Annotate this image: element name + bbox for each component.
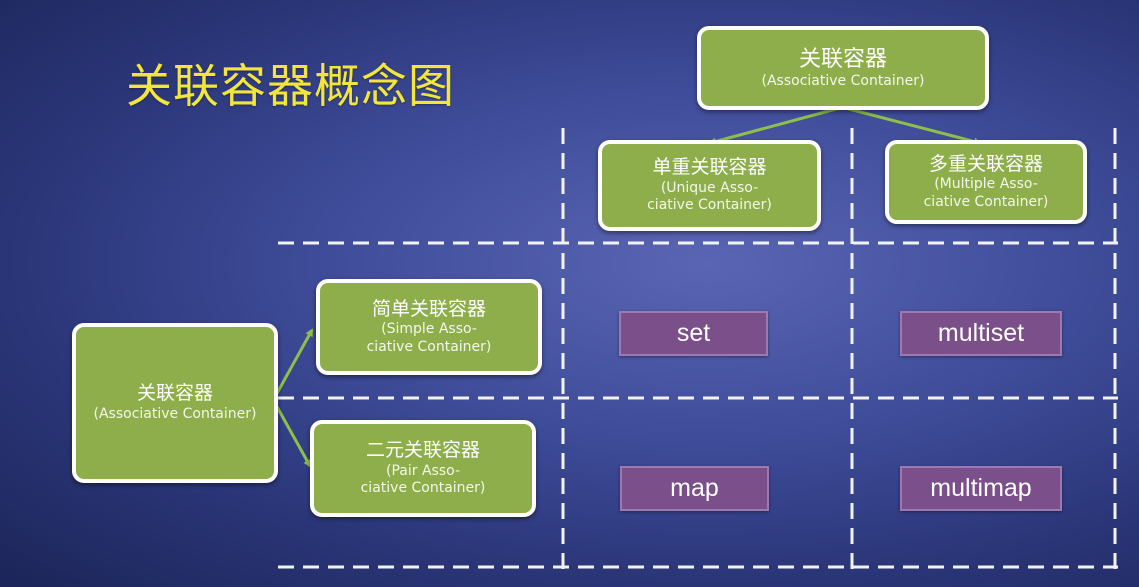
top-root-en: (Associative Container): [761, 73, 925, 89]
pair-zh: 二元关联容器: [365, 439, 480, 462]
cell-multimap: multimap: [900, 466, 1062, 511]
cell-set: set: [619, 311, 768, 356]
left-root-box: 关联容器 (Associative Container): [72, 323, 278, 483]
multiple-zh: 多重关联容器: [928, 152, 1043, 175]
unique-zh: 单重关联容器: [652, 156, 767, 179]
left-root-en: (Associative Container): [93, 406, 257, 423]
unique-en: (Unique Asso- ciative Container): [647, 179, 772, 214]
top-root-zh: 关联容器: [798, 46, 887, 72]
arrow-top-to-multiple: [844, 106, 982, 146]
simple-box: 简单关联容器 (Simple Asso- ciative Container): [316, 279, 542, 375]
left-root-zh: 关联容器: [136, 382, 213, 405]
simple-zh: 简单关联容器: [371, 297, 486, 320]
unique-box: 单重关联容器 (Unique Asso- ciative Container): [598, 140, 821, 231]
arrow-top-to-unique: [708, 106, 841, 146]
slide-title: 关联容器概念图: [126, 59, 455, 113]
multiple-box: 多重关联容器 (Multiple Asso- ciative Container…: [885, 140, 1087, 224]
arrow-left-to-pair: [274, 404, 312, 468]
pair-en: (Pair Asso- ciative Container): [360, 462, 486, 497]
simple-en: (Simple Asso- ciative Container): [366, 321, 492, 355]
top-root-box: 关联容器 (Associative Container): [697, 26, 989, 110]
cell-multiset: multiset: [900, 311, 1062, 356]
cell-map: map: [620, 466, 769, 511]
pair-box: 二元关联容器 (Pair Asso- ciative Container): [310, 420, 536, 517]
arrow-left-to-simple: [274, 328, 314, 396]
multiple-en: (Multiple Asso- ciative Container): [923, 176, 1049, 210]
